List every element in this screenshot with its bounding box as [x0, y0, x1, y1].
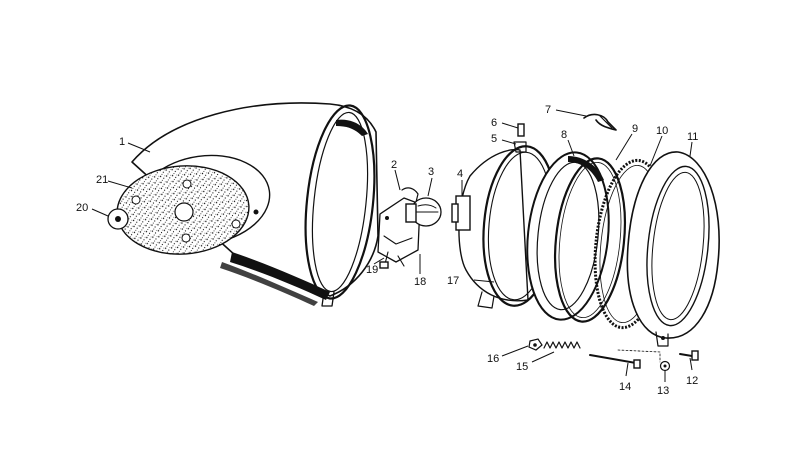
gasket-plate — [116, 165, 250, 255]
sealing-ring — [554, 157, 626, 323]
callout-1: 1 — [119, 136, 125, 148]
callout-16: 16 — [487, 353, 499, 365]
front-rim — [626, 151, 720, 347]
callout-5: 5 — [491, 133, 497, 145]
lens — [526, 151, 610, 321]
spring — [543, 341, 581, 349]
callout-13: 13 — [657, 385, 669, 397]
callout-14: 14 — [619, 381, 631, 393]
callout-15: 15 — [516, 361, 528, 373]
wire-clip — [583, 113, 617, 131]
bulb-holder — [377, 187, 421, 269]
long-screw — [589, 349, 661, 369]
callout-20: 20 — [76, 202, 88, 214]
callout-9: 9 — [632, 123, 638, 135]
callout-7: 7 — [545, 104, 551, 116]
callout-12: 12 — [686, 375, 698, 387]
grommet — [107, 208, 129, 230]
callout-17: 17 — [447, 275, 459, 287]
short-screw — [679, 350, 699, 361]
callout-19: 19 — [366, 264, 378, 276]
callout-8: 8 — [561, 129, 567, 141]
callout-11: 11 — [687, 131, 698, 143]
nut — [528, 338, 543, 351]
callout-2: 2 — [391, 159, 397, 171]
callout-10: 10 — [656, 125, 668, 137]
headlamp-housing — [131, 102, 379, 307]
pin — [517, 123, 525, 137]
callout-21: 21 — [96, 174, 108, 186]
leader-lines — [91, 109, 693, 382]
washer — [659, 360, 671, 372]
callout-4: 4 — [457, 168, 463, 180]
callout-3: 3 — [428, 166, 434, 178]
bulb — [405, 197, 442, 227]
callout-labels: 1 2 3 4 5 6 7 8 9 10 11 12 13 14 15 16 1… — [76, 104, 698, 397]
callout-6: 6 — [491, 117, 497, 129]
callout-18: 18 — [414, 276, 426, 288]
